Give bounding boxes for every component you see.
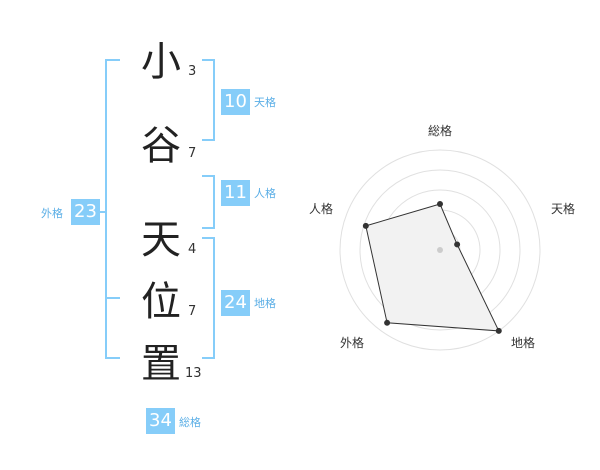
chikaku-label: 地格 [254,297,276,310]
radar-point-2 [495,327,502,334]
radar-axis-label-gaikaku: 外格 [340,336,365,350]
radar-axis-label-tenkaku: 天格 [551,202,576,216]
radar-axis-label-jinkaku: 人格 [309,202,334,216]
soukaku-label: 総格 [179,416,201,429]
jinkaku-label: 人格 [254,187,276,200]
gaikaku-score-badge: 23 [71,199,100,225]
chikaku-score-badge: 24 [221,290,250,316]
jinkaku-score-badge: 11 [221,180,250,206]
stroke-count-given-1: 4 [188,242,197,257]
tenkaku-score-badge: 10 [221,89,250,115]
radar-axis-label-chikaku: 地格 [511,336,536,350]
given-name-char-2: 位 [141,279,181,325]
radar-point-3 [384,319,391,326]
given-name-char-3: 置 [141,341,181,387]
radar-points [362,201,502,334]
soukaku-score-badge: 34 [146,408,175,434]
stroke-count-surname-1: 3 [188,64,197,79]
radar-ring [359,169,521,331]
radar-point-0 [437,201,443,207]
stroke-count-surname-2: 7 [188,146,197,161]
radar-point-1 [454,241,461,248]
surname-char-2: 谷 [141,123,181,169]
stroke-count-given-2: 7 [188,304,197,319]
radar-axis-label-soukaku: 総格 [428,124,453,138]
radar-area [365,203,500,332]
tenkaku-label: 天格 [254,96,276,109]
given-name-char-1: 天 [141,217,181,263]
gaikaku-label: 外格 [41,207,63,220]
surname-char-1: 小 [141,39,181,85]
stroke-count-given-3: 13 [185,366,202,381]
radar-ring [339,149,541,351]
radar-point-4 [362,222,369,229]
radar-center-dot [437,247,443,253]
